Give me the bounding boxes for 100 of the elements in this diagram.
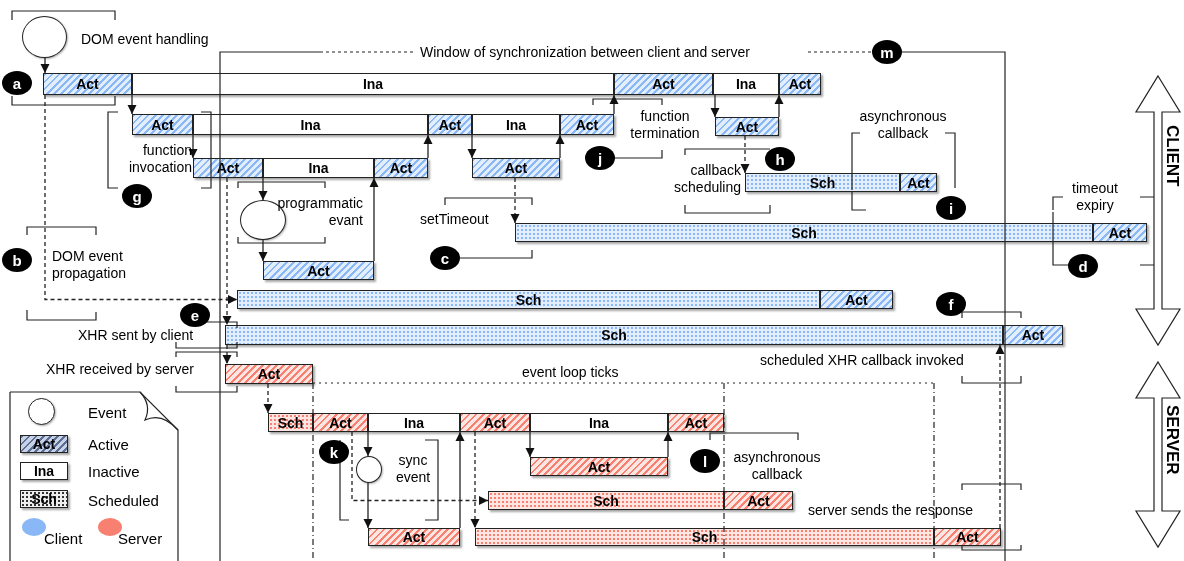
arrow bbox=[995, 344, 1005, 529]
arrow bbox=[127, 94, 137, 115]
inactive-bar: Ina bbox=[368, 413, 460, 432]
arrow bbox=[467, 134, 477, 159]
annotation-text: function termination bbox=[629, 108, 701, 142]
callout-letter: h bbox=[765, 147, 795, 171]
active-bar: Act bbox=[668, 413, 724, 432]
legend-swatch: Act bbox=[20, 435, 68, 453]
arrow bbox=[455, 431, 465, 529]
legend-label: Inactive bbox=[88, 463, 140, 480]
active-bar: Act bbox=[225, 364, 313, 384]
legend-label: Active bbox=[88, 436, 129, 453]
callout-letter: m bbox=[872, 40, 902, 64]
active-bar: Act bbox=[132, 114, 193, 135]
active-bar: Act bbox=[779, 73, 821, 95]
arrow bbox=[663, 431, 673, 458]
arrow bbox=[369, 177, 379, 262]
active-bar: Act bbox=[193, 158, 263, 178]
event-circle bbox=[356, 456, 382, 483]
arrow bbox=[609, 94, 619, 115]
callout-letter: g bbox=[122, 184, 152, 208]
arrow bbox=[555, 134, 565, 159]
arrow bbox=[774, 94, 784, 118]
active-bar: Act bbox=[263, 261, 374, 280]
arrow bbox=[258, 239, 268, 262]
callout-letter: j bbox=[585, 146, 615, 170]
active-bar: Act bbox=[374, 158, 428, 178]
callout-letter: e bbox=[180, 303, 210, 327]
annotation-text: asynchronous callback bbox=[858, 108, 948, 142]
arrow bbox=[40, 57, 50, 74]
annotation-text: sync event bbox=[394, 452, 432, 486]
callout-letter: i bbox=[936, 196, 966, 220]
arrow bbox=[44, 94, 238, 305]
active-bar: Act bbox=[724, 491, 793, 510]
scheduled-bar: Sch bbox=[515, 223, 1093, 242]
active-bar: Act bbox=[560, 114, 614, 135]
active-bar: Act bbox=[1003, 325, 1063, 345]
callout-letter: f bbox=[936, 292, 966, 316]
section-label: CLIENT bbox=[1164, 125, 1180, 187]
arrow bbox=[423, 134, 433, 159]
active-bar: Act bbox=[530, 457, 668, 476]
legend-label: Event bbox=[88, 404, 127, 421]
arrow bbox=[363, 482, 373, 529]
active-bar: Act bbox=[460, 413, 530, 432]
annotation-text: callback scheduling bbox=[673, 162, 741, 196]
scheduled-bar: Sch bbox=[225, 325, 1003, 345]
arrow bbox=[510, 177, 520, 224]
inactive-bar: Ina bbox=[472, 114, 560, 135]
section-label: SERVER bbox=[1164, 405, 1180, 475]
arrow bbox=[222, 344, 232, 365]
callout-letter: l bbox=[690, 449, 720, 473]
legend-label: Server bbox=[118, 530, 163, 547]
arrow bbox=[740, 135, 750, 174]
arrow bbox=[710, 94, 720, 118]
active-bar: Act bbox=[472, 158, 560, 178]
inactive-bar: Ina bbox=[132, 73, 614, 95]
legend-label: Scheduled bbox=[88, 492, 159, 509]
callout-letter: a bbox=[2, 71, 32, 95]
active-bar: Act bbox=[900, 173, 937, 192]
arrow bbox=[470, 431, 480, 529]
active-bar: Act bbox=[43, 73, 132, 95]
annotation-text: DOM event handling bbox=[81, 31, 210, 48]
annotation-text: function invocation bbox=[127, 142, 192, 176]
annotation-text: programmatic evant bbox=[276, 195, 363, 229]
inactive-bar: Ina bbox=[530, 413, 668, 432]
arrow bbox=[258, 177, 268, 201]
active-bar: Act bbox=[715, 117, 779, 136]
scheduled-bar: Sch bbox=[745, 173, 900, 192]
active-bar: Act bbox=[820, 290, 893, 309]
annotation-text: timeout expiry bbox=[1071, 180, 1119, 214]
annotation-text: DOM event propagation bbox=[52, 248, 127, 282]
callout-letter: c bbox=[430, 246, 460, 270]
annotation-text: asynchronous callback bbox=[732, 449, 822, 483]
annotation-text: event loop ticks bbox=[522, 364, 620, 381]
annotation-text: setTimeout bbox=[420, 211, 490, 228]
scheduled-bar: Sch bbox=[475, 528, 934, 546]
arrow bbox=[363, 431, 373, 457]
arrow bbox=[263, 383, 273, 414]
inactive-bar: Ina bbox=[193, 114, 428, 135]
annotation-text: XHR received by server bbox=[46, 361, 195, 378]
annotation-text: scheduled XHR callback invoked bbox=[760, 352, 965, 369]
active-bar: Act bbox=[368, 528, 460, 546]
active-bar: Act bbox=[934, 528, 1001, 546]
active-bar: Act bbox=[428, 114, 472, 135]
scheduled-bar: Sch bbox=[237, 290, 820, 309]
inactive-bar: Ina bbox=[263, 158, 374, 178]
scheduled-bar: Sch bbox=[488, 491, 724, 510]
active-bar: Act bbox=[614, 73, 713, 95]
callout-letter: d bbox=[1068, 254, 1098, 278]
annotation-text: XHR sent by client bbox=[78, 327, 195, 344]
inactive-bar: Ina bbox=[713, 73, 779, 95]
arrow bbox=[222, 177, 232, 326]
annotation-text: Window of synchronization between client and server bbox=[420, 44, 751, 61]
legend-swatch: Ina bbox=[20, 462, 68, 480]
arrow bbox=[525, 431, 535, 458]
callout-letter: b bbox=[2, 248, 32, 272]
active-bar: Act bbox=[1093, 223, 1147, 242]
callout-letter: k bbox=[319, 440, 349, 464]
annotation-text: server sends the response bbox=[808, 502, 974, 519]
arrow bbox=[351, 431, 489, 506]
